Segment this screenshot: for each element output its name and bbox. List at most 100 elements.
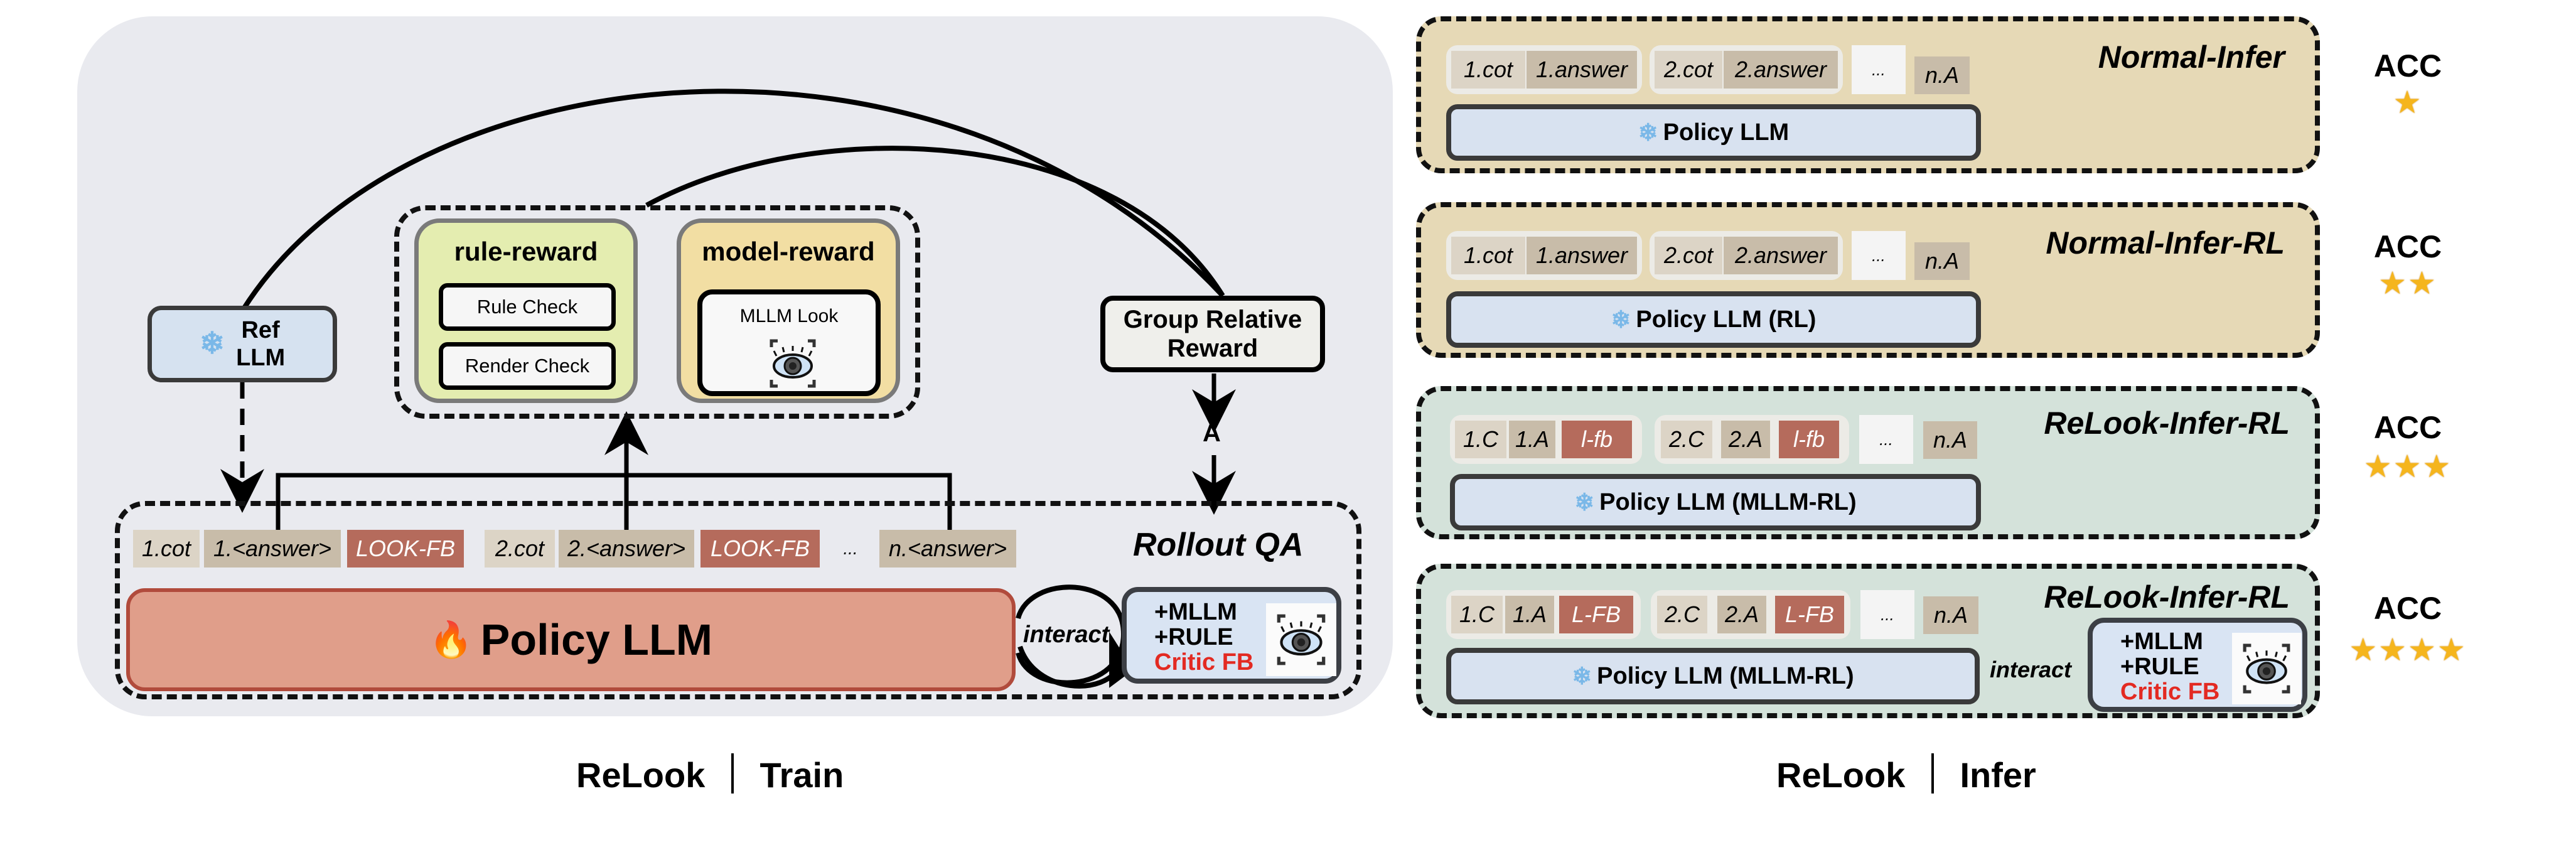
policy-llm-box[interactable]: ❄ Policy LLM (MLLM-RL) (1446, 648, 1980, 704)
acc-label: ACC (2373, 410, 2442, 445)
infer-caption-left: ReLook (1776, 755, 1906, 795)
rollout-qa-group (115, 501, 1361, 699)
critic-line1: +MLLM (2120, 628, 2203, 655)
policy-llm-train[interactable]: 🔥 Policy LLM (126, 588, 1016, 691)
critic-eye-box (1266, 603, 1336, 676)
ref-llm-line2: LLM (236, 345, 286, 371)
rollout-token: LOOK-FB (347, 530, 464, 568)
critic-eye-box (2232, 633, 2301, 704)
model-reward-box[interactable]: model-reward MLLM Look (677, 218, 900, 403)
snowflake-icon: ❄ (1574, 489, 1595, 516)
critic-line3: Critic FB (2120, 679, 2220, 705)
cot-token: 1.cot (1451, 237, 1525, 274)
token-group: 2.C 2.A l-fb (1655, 415, 1849, 464)
infer-caption-right: Infer (1960, 755, 2036, 795)
cot-token: 2.C (1657, 596, 1707, 633)
token-group: 1.cot 1.answer (1446, 45, 1642, 94)
ellipsis-token: ... (1860, 590, 1914, 639)
policy-label: Policy LLM (1663, 119, 1790, 146)
eye-scan-icon (1277, 614, 1326, 665)
cot-token: 1.C (1451, 596, 1503, 633)
cot-token: 2.cot (1655, 51, 1722, 89)
acc-stars: ★ (2316, 84, 2499, 121)
cot-token: 1.C (1455, 421, 1506, 458)
infer-panel-relook: ReLook-Infer-RL 1.C 1.A l-fb 2.C 2.A l-f… (1416, 386, 2320, 539)
mllm-look-label: MLLM Look (739, 306, 839, 326)
snowflake-icon: ❄ (1572, 663, 1592, 690)
critic-line2: +RULE (1154, 624, 1233, 650)
acc-label: ACC (2373, 48, 2442, 83)
critic-line1: +MLLM (1154, 599, 1237, 625)
panel-title: ReLook-Infer-RL (2044, 579, 2290, 615)
critic-box-train[interactable]: +MLLM +RULE Critic FB (1122, 587, 1341, 684)
fire-icon: 🔥 (429, 620, 473, 659)
cot-token: 2.C (1661, 421, 1712, 458)
star-icon: ★ (2408, 266, 2437, 301)
render-check-box[interactable]: Render Check (439, 342, 616, 390)
policy-label: Policy LLM (RL) (1636, 306, 1817, 333)
answer-token: 1.answer (1527, 237, 1637, 274)
answer-token: 2.A (1717, 596, 1766, 633)
infer-caption: ReLook Infer (1776, 753, 2036, 795)
last-answer-token: n.A (1914, 242, 1970, 280)
critic-line2: +RULE (2120, 654, 2199, 680)
token-group: 2.cot 2.answer (1650, 231, 1843, 280)
snowflake-icon: ❄ (1611, 306, 1631, 333)
answer-token: 1.A (1505, 596, 1554, 633)
token-group: 2.cot 2.answer (1650, 45, 1843, 94)
arc-reward-to-grr (645, 146, 1225, 298)
last-answer-token: n.A (1923, 421, 1977, 459)
answer-token: 1.A (1509, 421, 1555, 458)
policy-llm-box[interactable]: ❄ Policy LLM (MLLM-RL) (1450, 474, 1981, 530)
ellipsis-token: ... (1852, 45, 1906, 94)
panel-title: Normal-Infer-RL (2046, 225, 2285, 261)
ref-llm-line1: Ref (241, 317, 280, 343)
eye-scan-icon (770, 339, 816, 388)
caption-divider (1931, 753, 1934, 794)
ref-llm-box[interactable]: ❄ Ref LLM (148, 306, 337, 382)
policy-label: Policy LLM (MLLM-RL) (1597, 662, 1854, 689)
star-icon: ★ (2408, 632, 2437, 667)
token-group: 1.C 1.A l-fb (1450, 415, 1642, 464)
last-answer-token: n.A (1914, 56, 1970, 94)
feedback-token: L-FB (1775, 596, 1844, 633)
policy-llm-label: Policy LLM (480, 615, 713, 664)
infer-panel-normal-rl: Normal-Infer-RL 1.cot 1.answer 2.cot 2.a… (1416, 202, 2320, 358)
rollout-token: 1.<answer> (204, 530, 341, 568)
star-icon: ★ (2363, 449, 2393, 484)
mllm-look-box[interactable]: MLLM Look (697, 289, 881, 396)
eye-scan-icon (2243, 643, 2290, 694)
ellipsis-token: ... (1852, 231, 1906, 280)
feedback-token: l-fb (1562, 421, 1632, 458)
interact-loop-train-2 (1017, 632, 1154, 689)
policy-llm-box[interactable]: ❄ Policy LLM (1446, 104, 1981, 161)
answer-token: 2.answer (1724, 237, 1838, 274)
snowflake-icon: ❄ (1638, 119, 1658, 146)
rollout-ellipsis: ... (843, 539, 858, 558)
policy-label: Policy LLM (MLLM-RL) (1599, 488, 1857, 515)
policy-llm-box[interactable]: ❄ Policy LLM (RL) (1446, 291, 1981, 348)
rollout-token: n.<answer> (879, 530, 1016, 568)
star-icon: ★ (2378, 266, 2408, 301)
rule-reward-box[interactable]: rule-reward Rule Check Render Check (414, 218, 638, 403)
star-icon: ★ (2393, 85, 2423, 120)
grr-line1: Group Relative (1123, 306, 1302, 333)
star-icon: ★ (2349, 632, 2379, 667)
answer-collector (276, 473, 952, 545)
rule-check-box[interactable]: Rule Check (439, 283, 616, 331)
rollout-token: 2.<answer> (559, 530, 694, 568)
star-icon: ★ (2422, 449, 2452, 484)
rollout-token: LOOK-FB (700, 530, 820, 568)
snowflake-icon: ❄ (199, 327, 225, 360)
train-caption-right: Train (759, 755, 844, 795)
star-icon: ★ (2393, 449, 2423, 484)
grr-line2: Reward (1167, 335, 1258, 362)
cot-token: 2.cot (1655, 237, 1722, 274)
reward-group (394, 205, 920, 419)
panel-title: Normal-Infer (2098, 40, 2285, 75)
group-relative-reward-box[interactable]: Group Relative Reward (1100, 296, 1325, 372)
interact-label: interact (1023, 621, 1110, 648)
panel-title: ReLook-Infer-RL (2044, 406, 2290, 441)
critic-box-infer[interactable]: +MLLM +RULE Critic FB (2088, 618, 2307, 712)
last-answer-token: n.A (1923, 596, 1978, 634)
